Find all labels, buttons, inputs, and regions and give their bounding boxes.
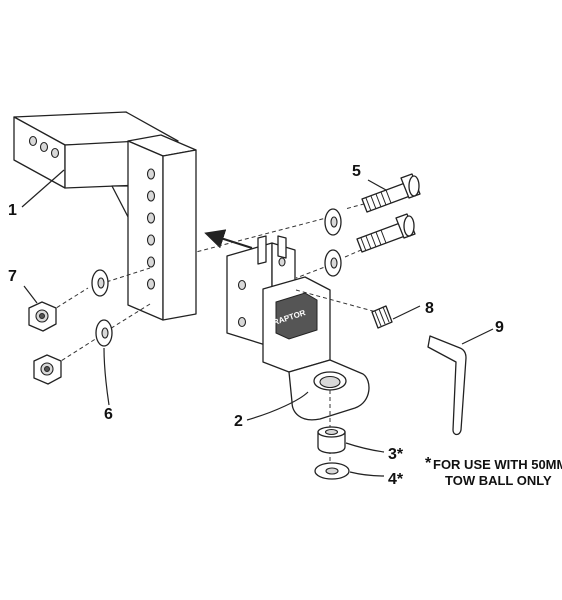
part-4-washer <box>314 462 350 480</box>
part-6-washer-upper <box>91 269 109 297</box>
part-3-spacer <box>317 426 346 454</box>
callout-9: 9 <box>495 319 504 336</box>
leader-lines <box>21 169 494 477</box>
part-6-washer-lower <box>95 319 113 347</box>
note-line-1: FOR USE WITH 50MM <box>433 457 562 472</box>
part-5-bolt-lower <box>356 213 416 253</box>
note-line-2: TOW BALL ONLY <box>445 473 552 488</box>
part-5-bolt-upper <box>361 173 421 213</box>
callout-6: 6 <box>104 406 113 423</box>
part-2-ball-mount <box>226 235 370 421</box>
callout-4: 4* <box>388 471 404 488</box>
part-8-set-screw <box>371 305 393 329</box>
callout-7: 7 <box>8 268 17 285</box>
part-7-nut-lower <box>33 354 62 385</box>
callout-2: 2 <box>234 413 243 430</box>
part-7-nut-upper <box>28 301 57 332</box>
bolt-washer-upper <box>324 208 342 236</box>
callout-3: 3* <box>388 446 404 463</box>
callout-5: 5 <box>352 163 361 180</box>
part-9-hex-key <box>427 335 467 436</box>
note-asterisk: * <box>425 455 432 472</box>
callout-1: 1 <box>8 202 17 219</box>
assembly-arrow <box>204 229 253 249</box>
bolt-washer-lower <box>324 249 342 277</box>
callout-8: 8 <box>425 300 434 317</box>
part-1-shank <box>13 111 197 321</box>
